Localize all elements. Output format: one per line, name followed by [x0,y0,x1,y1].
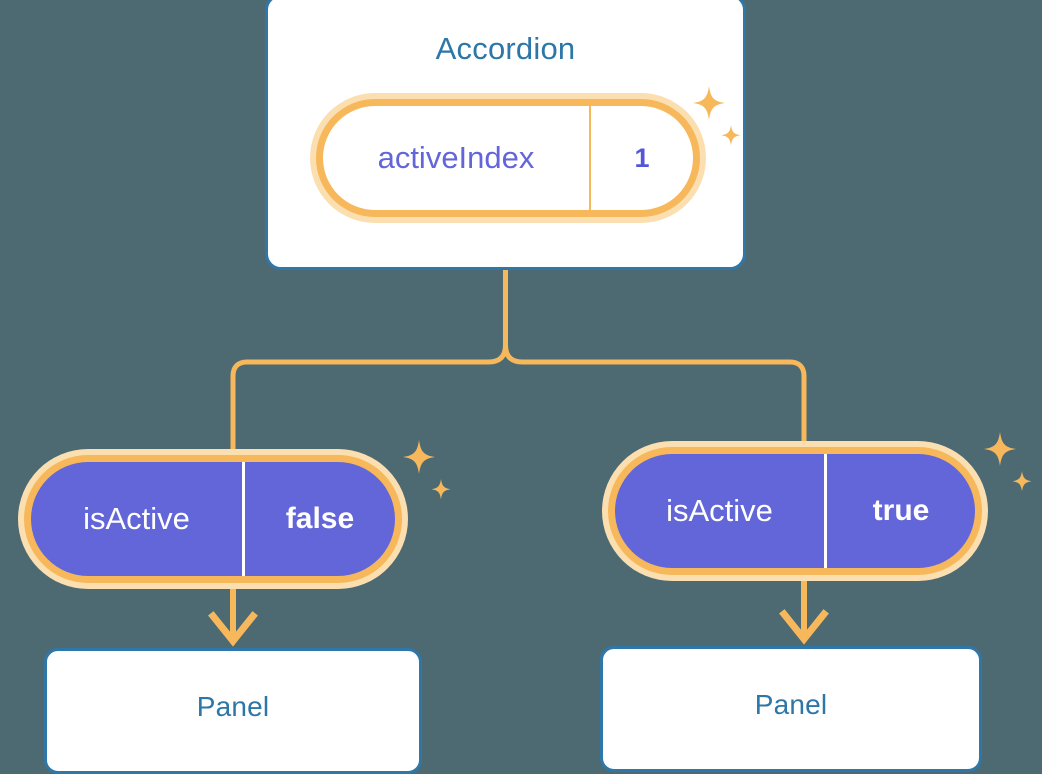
state-pill-activeindex[interactable]: activeIndex 1 [310,93,706,223]
panel-title: Panel [196,691,270,722]
panel-title: Panel [754,689,828,720]
pill-body: activeIndex 1 [323,106,693,210]
panel-card-right[interactable]: Panel [600,646,982,772]
page-title: Accordion [435,31,576,66]
sparkle-icon [693,86,741,146]
connector-root-to-left [230,267,508,458]
pill-body: isActive true [615,454,975,568]
sparkle-icon [984,432,1032,492]
state-value-label: 1 [634,142,650,173]
connector-root-to-right [503,342,807,451]
state-key-label: isActive [31,462,245,576]
state-value-label: false [285,502,355,535]
pill-ring: isActive false [24,455,402,583]
pill-ring: isActive true [608,447,982,575]
panel-card-left[interactable]: Panel [44,648,422,774]
pill-ring: activeIndex 1 [316,99,700,217]
component-card-accordion[interactable]: Accordion activeIndex 1 [265,0,746,270]
state-key-label: activeIndex [323,106,591,210]
arrow-head-left [208,611,258,647]
state-pill-isactive-true[interactable]: isActive true [602,441,988,581]
state-key-label: isActive [615,454,827,568]
arrow-head-right [779,609,829,645]
state-value-label: true [872,494,930,527]
pill-body: isActive false [31,462,395,576]
sparkle-icon [403,440,451,500]
state-pill-isactive-false[interactable]: isActive false [18,449,408,589]
